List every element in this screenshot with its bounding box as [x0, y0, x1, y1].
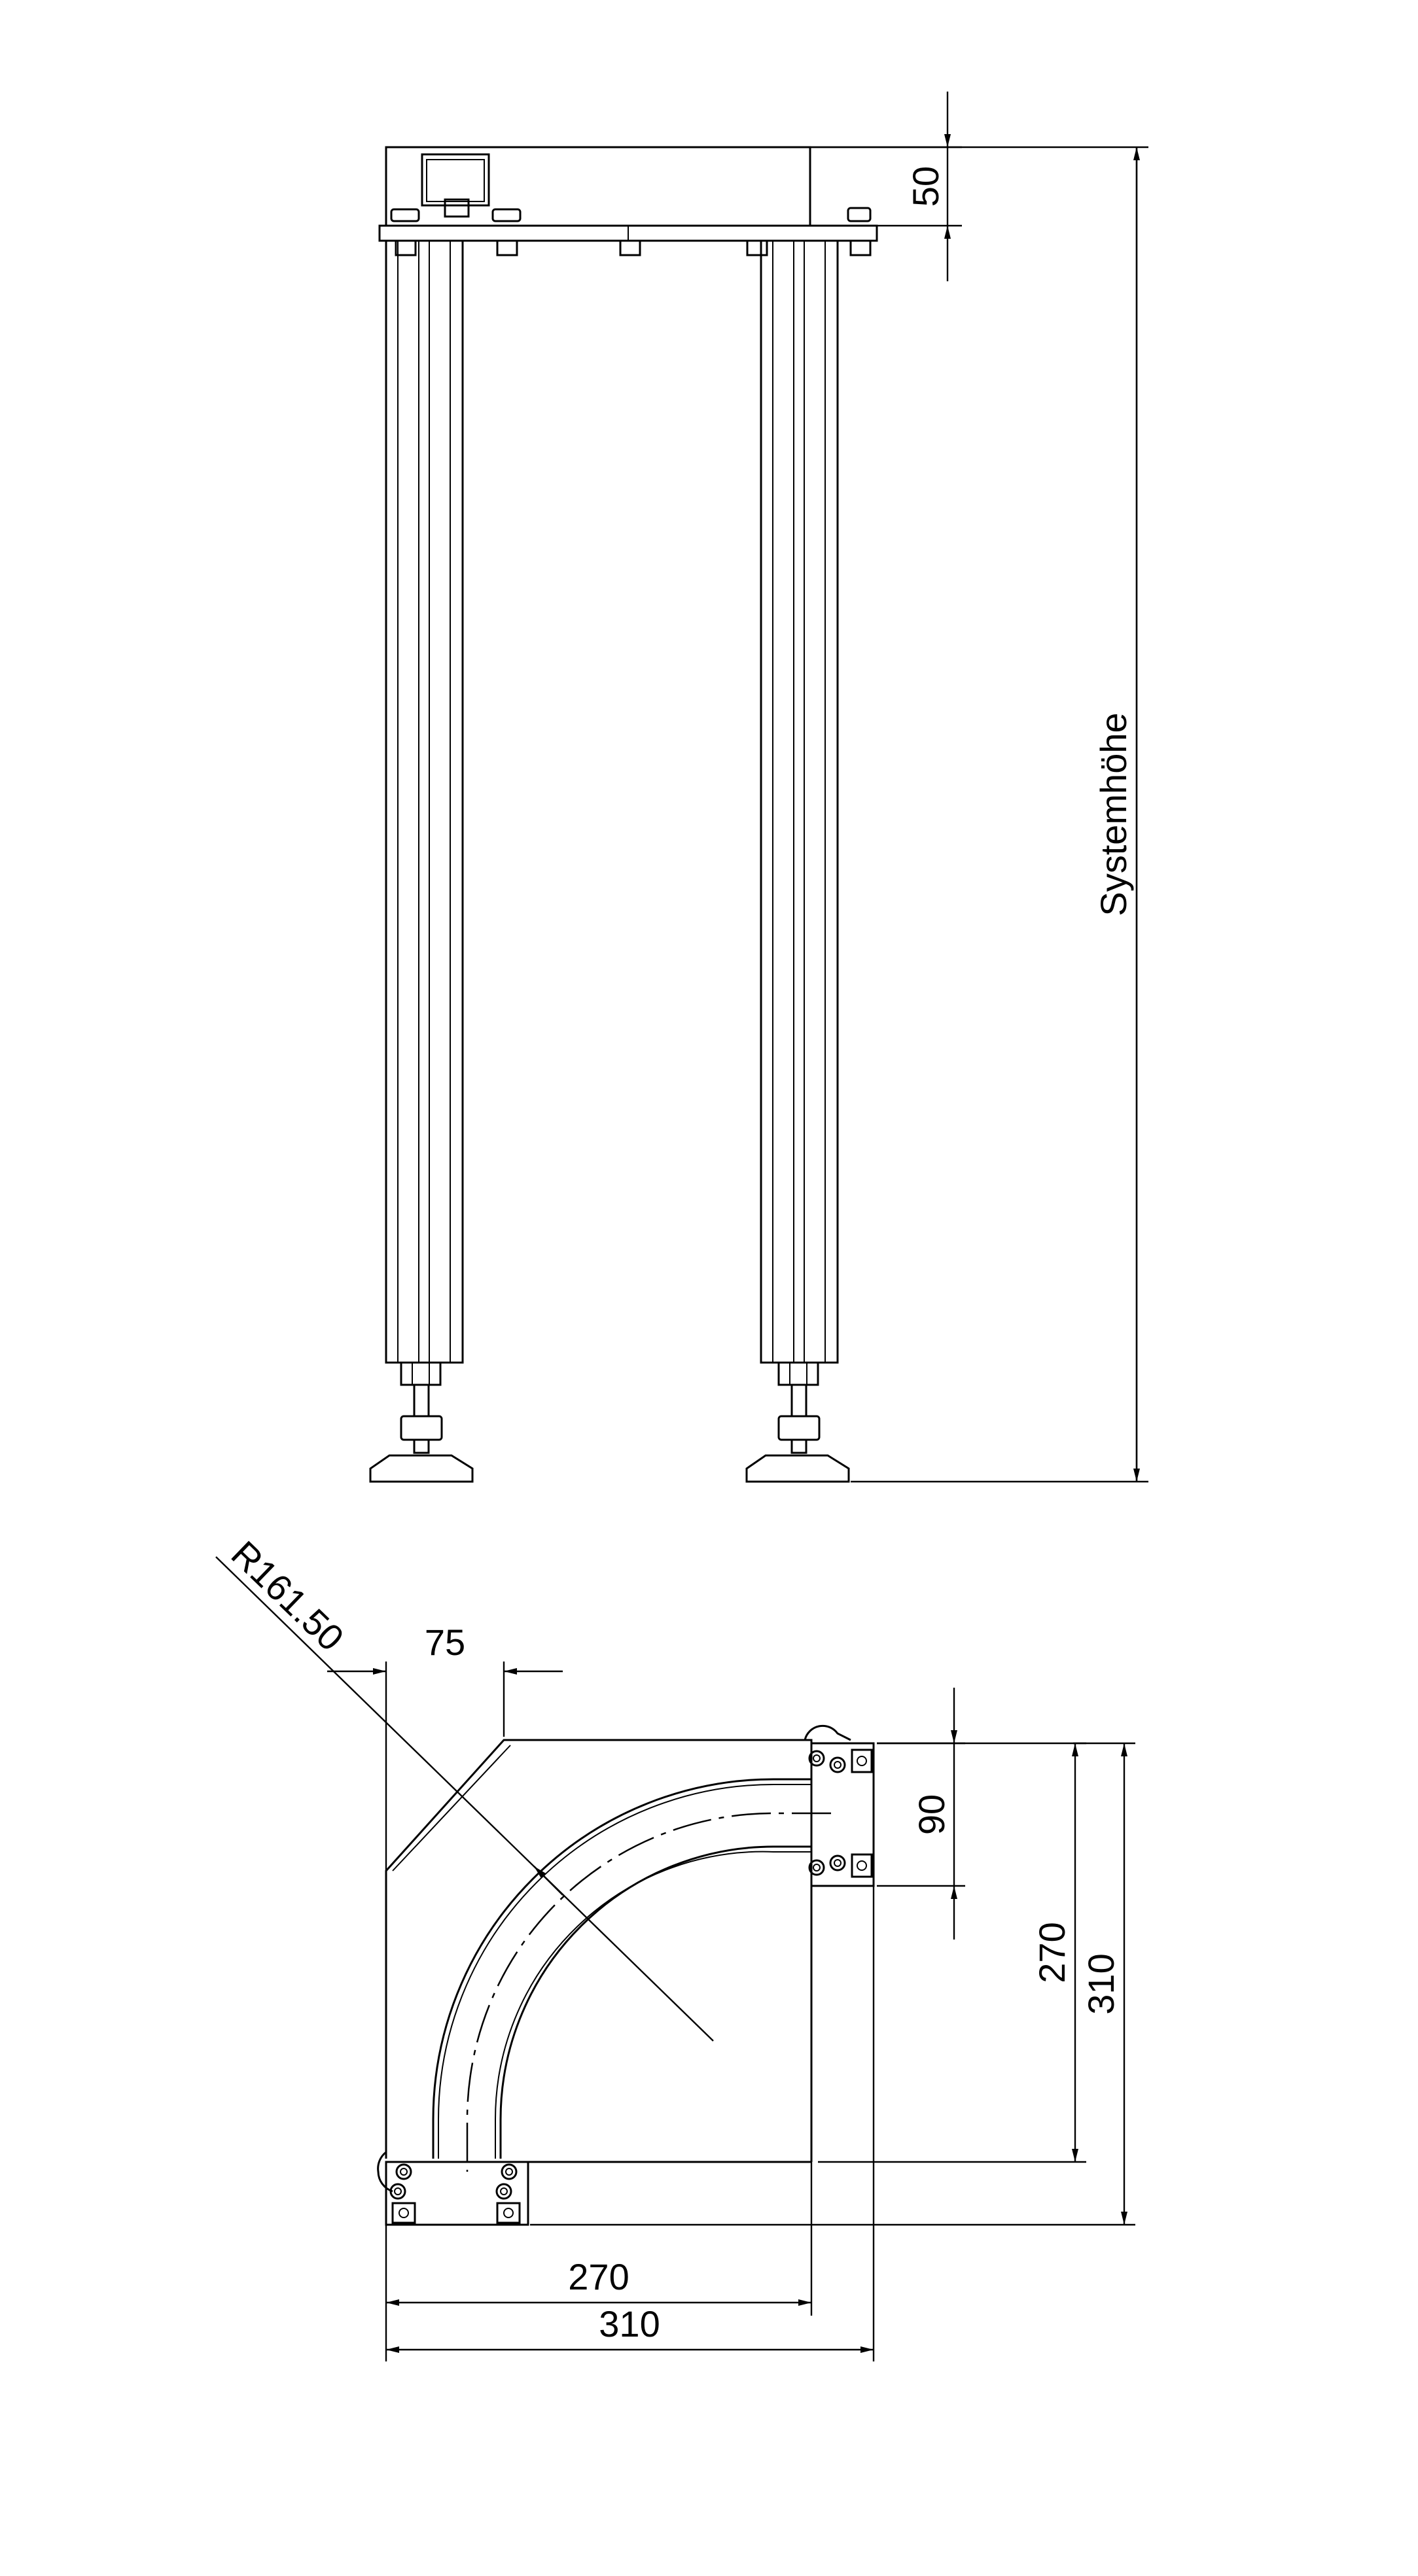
bottom-end-plate [377, 2151, 529, 2226]
dim-inner-height: 270 [818, 1742, 1086, 2163]
dim-top-gap: 50 [810, 92, 962, 281]
dim-chamfer: 75 [327, 1622, 563, 1871]
dim-outer-width-label: 310 [599, 2303, 660, 2344]
right-leg [745, 239, 850, 1483]
right-leg-foot [745, 1454, 850, 1483]
right-leg-adjuster [777, 1361, 819, 1386]
plate-nut-5 [849, 239, 872, 256]
motor-shaft [444, 198, 470, 218]
plate-nut-1 [395, 239, 417, 256]
side-view: 50 Systemhöhe [369, 92, 1148, 1483]
top-bolt-1 [390, 208, 420, 222]
dim-inner-width: 270 [385, 2162, 813, 2361]
plate-nut-3 [619, 239, 641, 256]
top-bolt-2 [491, 208, 522, 222]
dim-top-gap-label: 50 [905, 166, 946, 207]
plate-nut-2 [496, 239, 518, 256]
dim-system-height-label: Systemhöhe [1093, 712, 1134, 916]
dim-system-height: Systemhöhe [810, 146, 1148, 1483]
left-leg [369, 239, 474, 1483]
belt-centerline [466, 1812, 831, 2172]
dim-chamfer-label: 75 [425, 1622, 465, 1663]
top-view: R161.50 75 90 270 [215, 1533, 1135, 2361]
dim-inner-width-label: 270 [568, 2256, 629, 2297]
dim-end-width-label: 90 [911, 1794, 952, 1835]
radius-label: R161.50 [224, 1533, 352, 1658]
corner-body [385, 1739, 813, 2159]
dim-end-width: 90 [877, 1688, 965, 1940]
dim-outer-width: 310 [386, 1886, 875, 2361]
left-leg-nut [400, 1415, 443, 1441]
motor-box [421, 153, 490, 207]
motor-box-inner [426, 159, 485, 202]
top-bolt-3 [847, 207, 872, 222]
dim-outer-height-label: 310 [1080, 1953, 1122, 2014]
radius-dimension: R161.50 [215, 1533, 714, 2042]
left-leg-foot [369, 1454, 474, 1483]
dim-outer-height: 310 [530, 1742, 1135, 2226]
curved-belt [432, 1778, 831, 2172]
right-leg-nut [777, 1415, 821, 1441]
plate-nut-4 [746, 239, 768, 256]
dim-inner-height-label: 270 [1031, 1922, 1072, 1983]
left-leg-adjuster [400, 1361, 442, 1386]
right-end-plate [804, 1724, 875, 1887]
